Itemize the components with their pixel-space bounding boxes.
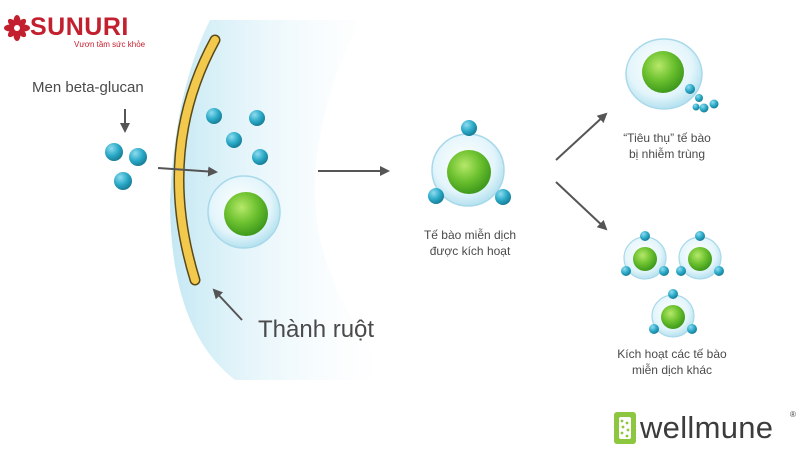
intestinal-wall-inner xyxy=(175,36,219,284)
outcome-consume-label-line1: “Tiêu thụ” tế bào xyxy=(623,131,711,145)
receptor-particle xyxy=(428,188,444,204)
wall-pointer-arrow xyxy=(212,288,243,321)
branch-arrow-up xyxy=(555,112,608,161)
intestine-lumen xyxy=(170,20,400,380)
particle xyxy=(105,143,123,161)
particle xyxy=(226,132,242,148)
activated-cell-label-line1: Tế bào miễn dịch xyxy=(423,228,517,242)
partner-name: wellmune xyxy=(640,410,774,445)
particle xyxy=(206,108,222,124)
particle xyxy=(129,148,147,166)
small-immune-cell xyxy=(621,231,669,280)
outcome-consume-label: “Tiêu thụ” tế bào bị nhiễm trùng xyxy=(602,130,732,162)
activated-immune-cell xyxy=(428,120,511,207)
beta-glucan-particles xyxy=(105,143,147,190)
phagocyte-cell xyxy=(625,38,719,113)
small-immune-cell xyxy=(649,289,697,338)
small-immune-cell xyxy=(676,231,724,280)
brand-slogan: Vươn tầm sức khỏe xyxy=(74,40,146,49)
pathogen-particle xyxy=(685,84,695,94)
input-label: Men beta-glucan xyxy=(32,79,144,96)
pathogen-particle xyxy=(709,99,719,109)
particle xyxy=(252,149,268,165)
activated-cell-label: Tế bào miễn dịch được kích hoạt xyxy=(405,227,535,259)
cross-wall-arrow xyxy=(157,166,218,177)
branch-arrow-down xyxy=(555,181,608,231)
activated-cell-label-line2: được kích hoạt xyxy=(429,244,511,258)
pathogen-particle xyxy=(695,94,703,102)
wall-label: Thành ruột xyxy=(258,316,375,343)
pathogen-particle xyxy=(692,103,700,111)
particle xyxy=(114,172,132,190)
absorbed-particles xyxy=(206,108,268,165)
pathogen-particle xyxy=(699,103,709,113)
immune-cell-lumen xyxy=(207,175,281,249)
outcome-activate-label-line1: Kích hoạt các tế bào xyxy=(617,347,727,361)
receptor-particle xyxy=(461,120,477,136)
brand-name: SUNURI xyxy=(30,13,129,41)
outcome-activate-label-line2: miễn dịch khác xyxy=(631,363,713,377)
outcome-consume-label-line2: bị nhiễm trùng xyxy=(628,147,706,161)
outcome-activate-label: Kích hoạt các tế bào miễn dịch khác xyxy=(597,346,747,378)
partner-registered-mark: ® xyxy=(790,410,796,419)
wellmune-logo-icon xyxy=(614,412,636,444)
particle xyxy=(249,110,265,126)
other-immune-cells xyxy=(621,231,724,338)
receptor-particle xyxy=(495,189,511,205)
sunuri-flower-icon xyxy=(4,15,30,41)
